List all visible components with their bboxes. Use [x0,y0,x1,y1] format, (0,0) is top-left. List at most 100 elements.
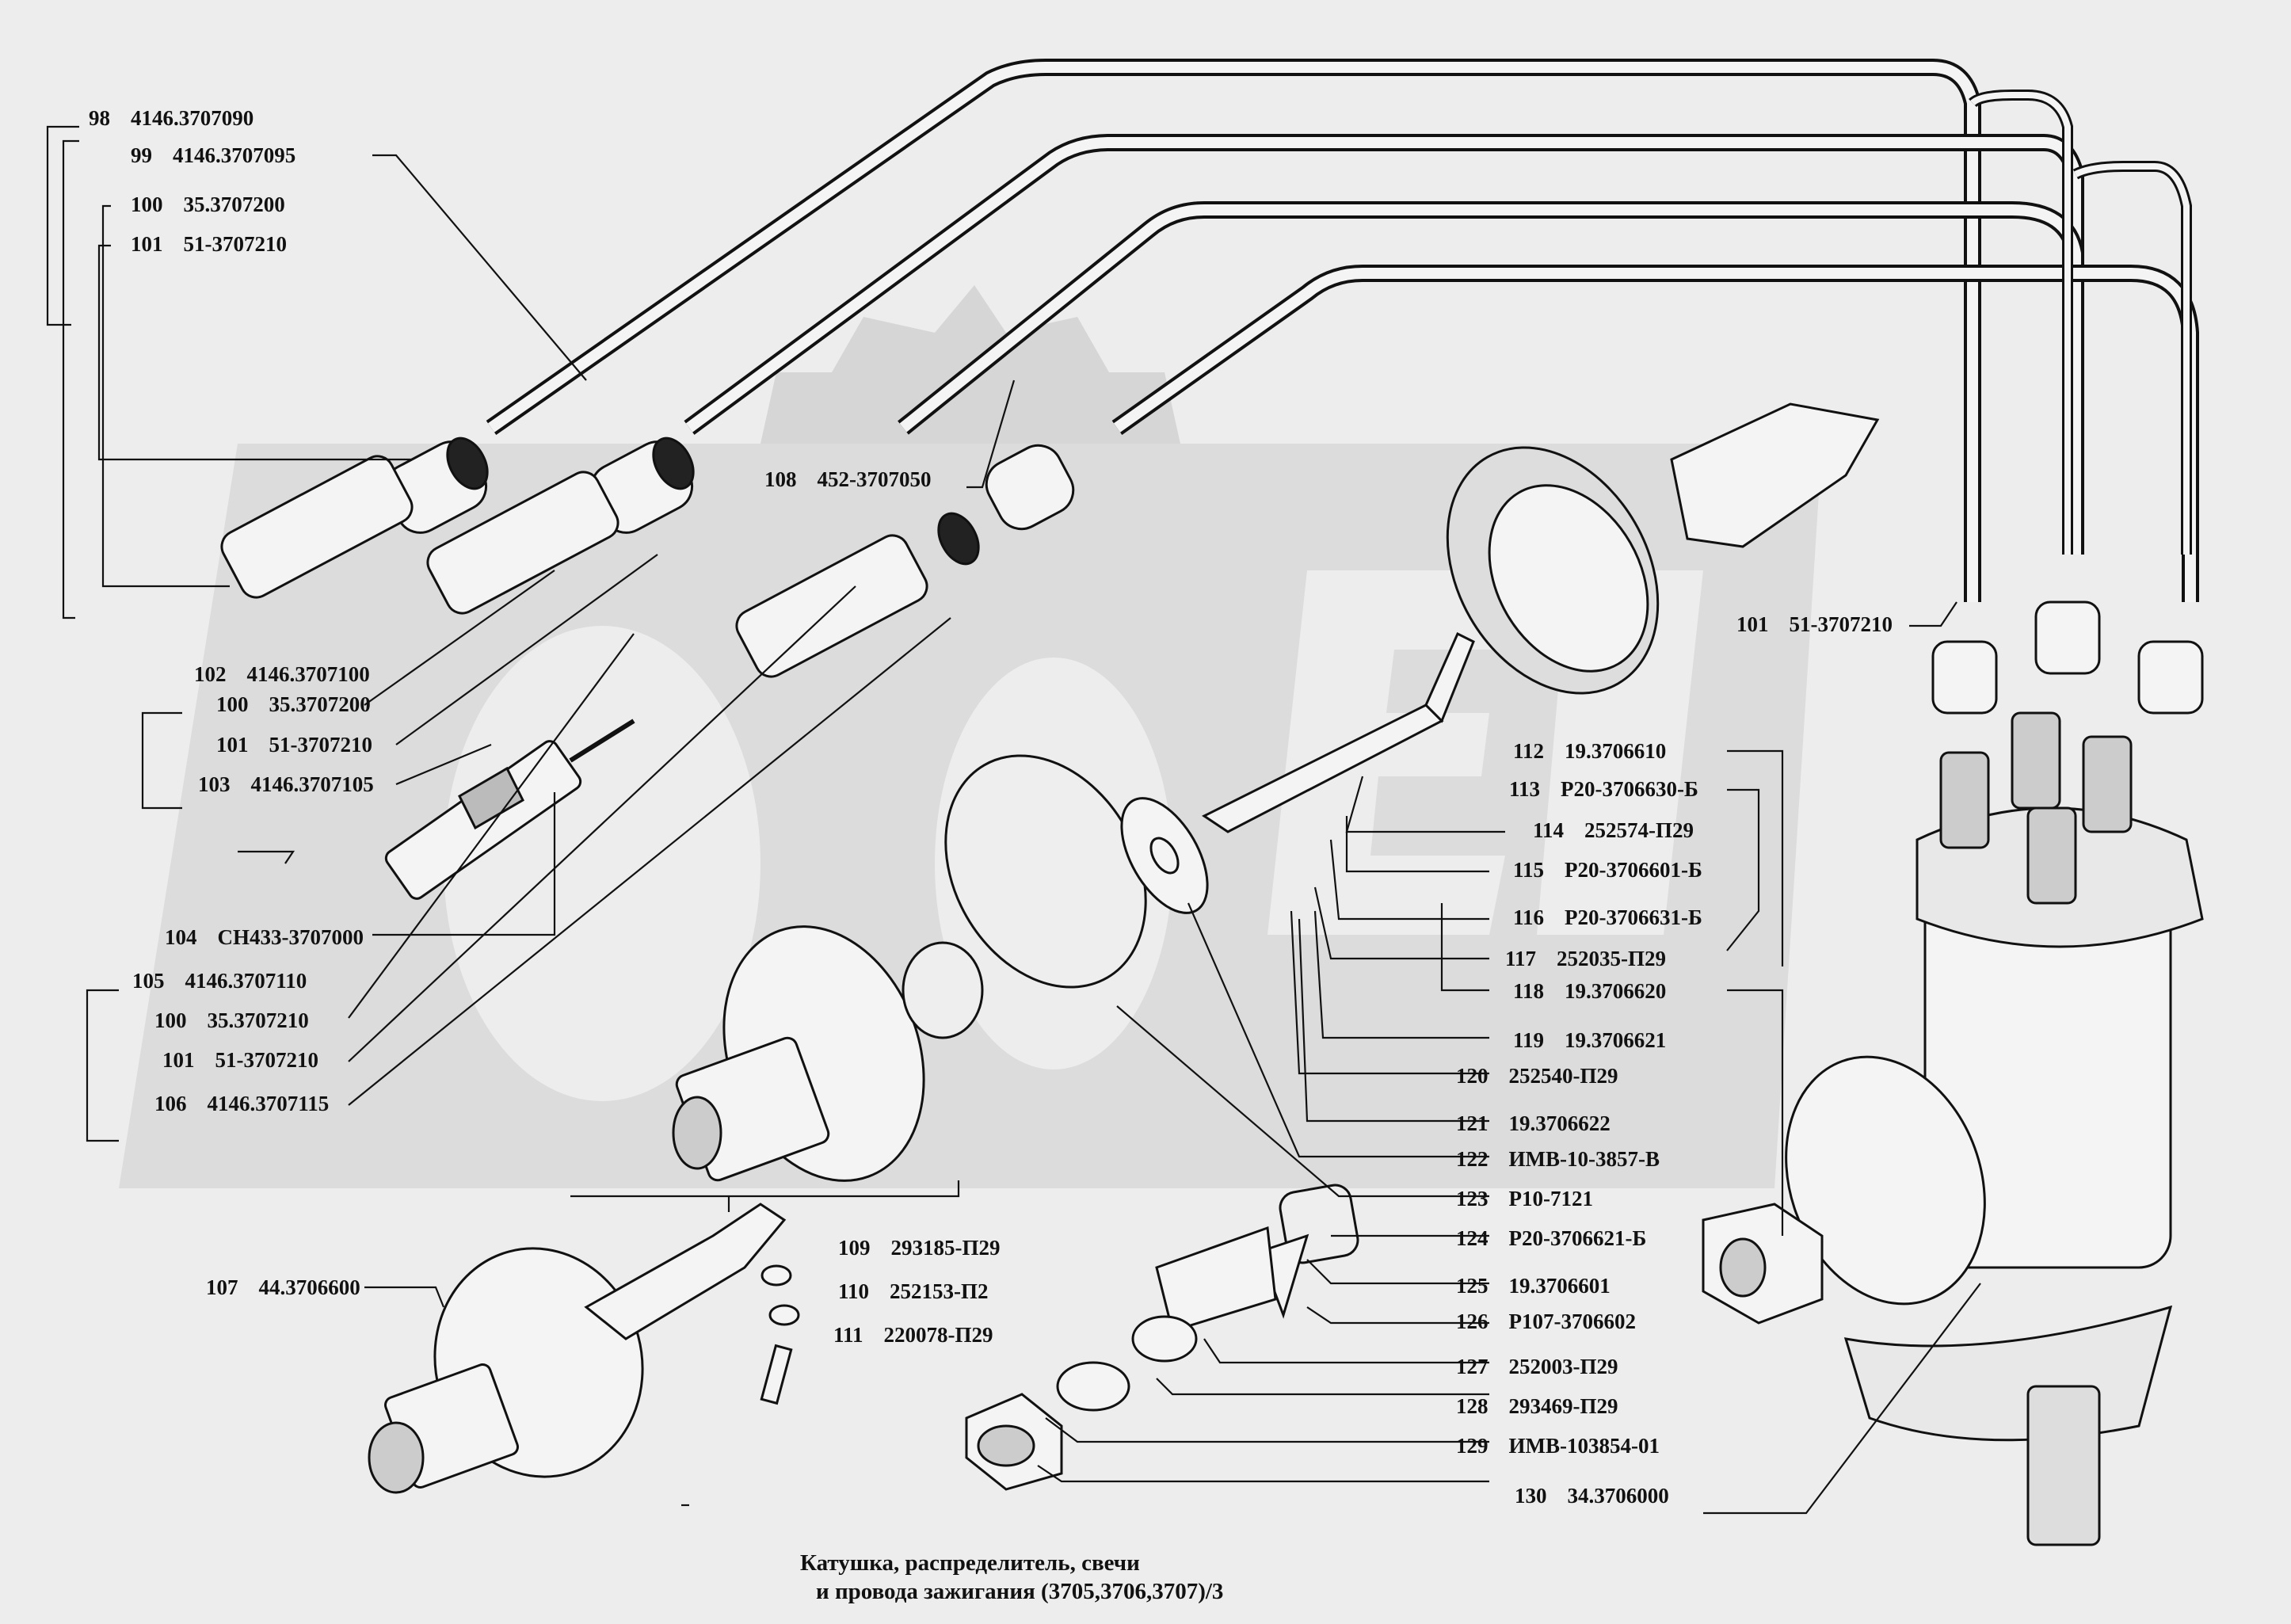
label-number: 109 [838,1236,871,1260]
cone-fitting [1155,1226,1277,1332]
label-number: 126 [1456,1309,1489,1333]
label-code: 34.3706000 [1567,1484,1669,1508]
label-code: Р20-3706631-Б [1565,905,1702,929]
label-code: 4146.3707105 [250,772,374,796]
label-code: 4146.3707110 [185,969,307,993]
label-number: 113 [1509,777,1541,801]
label-number: 129 [1456,1434,1489,1458]
label-code: 19.3706621 [1565,1028,1667,1052]
label-number: 120 [1456,1064,1489,1088]
distributor-cover-ring [1446,446,1660,695]
label-number: 119 [1513,1028,1545,1052]
label-code: ИМВ-103854-01 [1508,1434,1660,1458]
label-code: 35.3707200 [269,692,371,716]
label-115: 115 Р20-3706601-Б [1513,860,1702,881]
label-number: 110 [838,1279,870,1303]
label-number: 121 [1456,1111,1489,1135]
label-number: 99 [131,143,152,167]
label-126: 126 Р107-3706602 [1456,1311,1636,1332]
label-101: 101 51-3707210 [131,234,287,255]
label-code: 252540-П29 [1508,1064,1618,1088]
label-code: 51-3707210 [183,232,288,256]
label-number: 125 [1456,1274,1489,1298]
label-code: СН433-3707000 [217,925,364,949]
label-number: 117 [1505,947,1537,970]
label-code: Р20-3706601-Б [1565,858,1702,882]
vacuum-bracket-top [1670,402,1880,548]
label-number: 103 [198,772,231,796]
gasket-rings [1056,1315,1198,1412]
label-127: 127 252003-П29 [1456,1356,1618,1378]
label-code: 19.3706620 [1565,979,1667,1003]
label-number: 107 [206,1275,238,1299]
label-number: 112 [1513,739,1545,763]
label-number: 114 [1533,818,1565,842]
label-109: 109 293185-П29 [838,1237,1001,1259]
label-code: 51-3707210 [1789,612,1893,636]
label-code: Р107-3706602 [1508,1309,1636,1333]
label-number: 127 [1456,1355,1489,1378]
label-118: 118 19.3706620 [1513,981,1666,1002]
label-code: 19.3706610 [1565,739,1667,763]
label-128: 128 293469-П29 [1456,1396,1618,1417]
label-code: 252153-П2 [890,1279,989,1303]
label-number: 108 [764,467,797,491]
label-code: ИМВ-10-3857-В [1508,1147,1660,1171]
label-129: 129 ИМВ-103854-01 [1456,1435,1660,1457]
caption-line-2: и провода зажигания (3705,3706,3707)/3 [816,1579,1224,1605]
label-number: 102 [194,662,227,686]
label-99: 99 4146.3707095 [131,145,295,166]
vacuum-regulator [672,925,984,1182]
label-number: 124 [1456,1226,1489,1250]
label-code: 293185-П29 [890,1236,1001,1260]
label-code: 252003-П29 [1508,1355,1618,1378]
ignition-wire-1 [486,59,1981,602]
label-number: 128 [1456,1394,1489,1418]
label-103: 103 4146.3707105 [198,774,374,795]
spark-plug-tip-3 [735,444,1075,678]
label-code: 452-3707050 [817,467,932,491]
label-code: 51-3707210 [215,1048,319,1072]
label-112: 112 19.3706610 [1513,741,1666,762]
label-number: 100 [131,193,163,216]
label-code: 293469-П29 [1508,1394,1618,1418]
label-104: 104 СН433-3707000 [165,927,364,948]
label-code: 4146.3707115 [207,1092,330,1115]
label-number: 105 [132,969,165,993]
label-code: 35.3707210 [207,1008,309,1032]
label-119: 119 19.3706621 [1513,1030,1666,1051]
label-number: 115 [1513,858,1545,882]
label-110: 110 252153-П2 [838,1281,989,1302]
diagram-caption: Катушка, распределитель, свечи и провода… [800,1549,1223,1607]
label-number: 104 [165,925,197,949]
label-number: 101 [131,232,163,256]
label-number: 100 [216,692,249,716]
breaker-lever [1202,631,1475,833]
label-number: 118 [1513,979,1545,1003]
label-number: 98 [89,106,110,130]
spark-plug [384,719,635,900]
label-125: 125 19.3706601 [1456,1275,1611,1297]
label-100-b: 100 35.3707200 [216,694,371,715]
watermark-logo [119,285,1822,1188]
label-code: 19.3706601 [1508,1274,1611,1298]
label-number: 122 [1456,1147,1489,1171]
label-122: 122 ИМВ-10-3857-В [1456,1149,1660,1170]
spark-plug-tip-2 [426,436,695,615]
label-number: 111 [833,1323,863,1347]
vacuum-corrector-assembly [368,1203,800,1494]
label-code: 4146.3707095 [173,143,296,167]
